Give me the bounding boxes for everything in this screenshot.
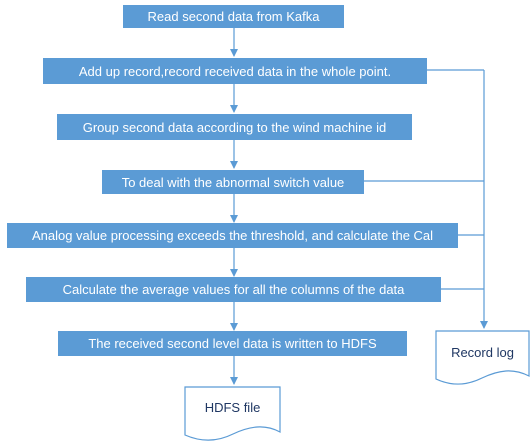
record-log-document [435,330,530,385]
step-analog-threshold: Analog value processing exceeds the thre… [7,223,458,248]
step-add-up-record: Add up record,record received data in th… [43,58,427,84]
hdfs-file-label: HDFS file [204,400,261,415]
step-calculate-average: Calculate the average values for all the… [26,277,441,302]
step-abnormal-switch: To deal with the abnormal switch value [102,170,364,194]
step-read-kafka: Read second data from Kafka [123,5,344,28]
step-write-hdfs: The received second level data is writte… [58,331,407,356]
hdfs-file-document [184,386,281,441]
record-log-label: Record log [451,345,514,360]
step-group-by-machine-id: Group second data according to the wind … [57,114,412,140]
